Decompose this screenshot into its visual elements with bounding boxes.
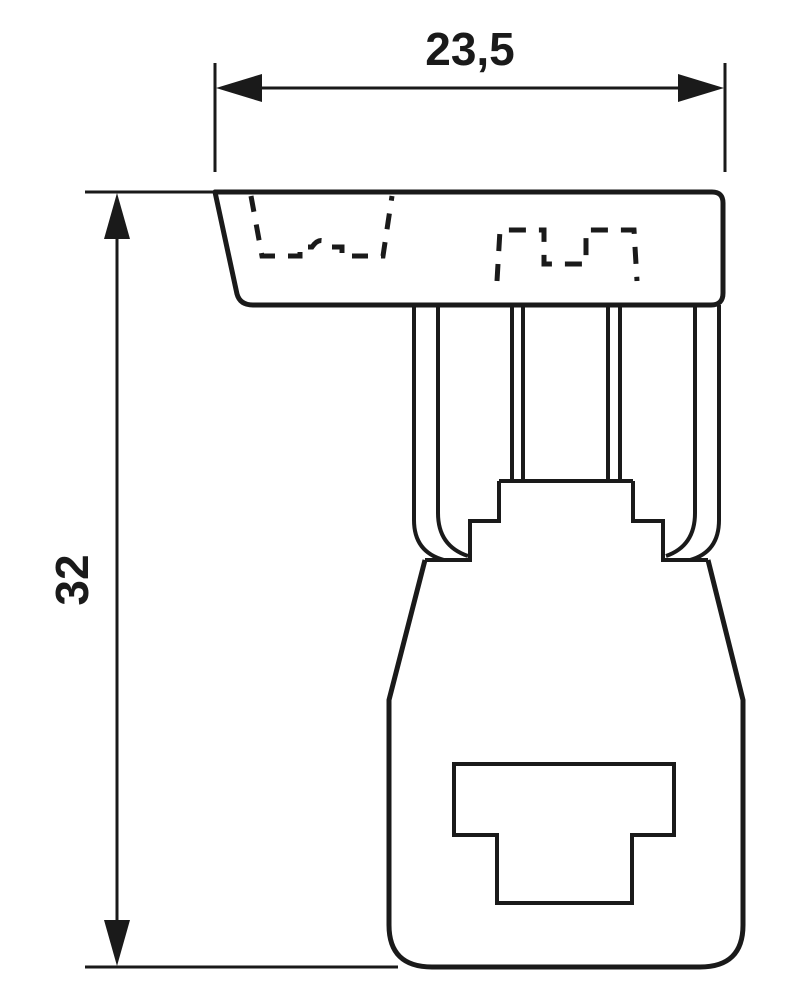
connector-head-outline [212, 189, 726, 308]
boss-hidden-outline [494, 227, 640, 282]
width-arrow-left-icon [216, 74, 262, 102]
neck-inner-left-line [436, 305, 469, 558]
shoulder-step-left [425, 481, 501, 562]
connector-body-outline [386, 559, 746, 970]
dimension-width-group: 23,5 [213, 23, 727, 172]
connector-head [212, 189, 726, 308]
width-dimension-label: 23,5 [425, 23, 515, 75]
neck-inner-right-line [665, 305, 697, 558]
shoulder-step-right [631, 481, 708, 562]
width-arrow-right-icon [678, 74, 724, 102]
connector-body [386, 559, 746, 970]
rj45-keyhole-cutout [452, 762, 676, 905]
height-dimension-label: 32 [46, 554, 98, 605]
latch-hidden-outline [248, 195, 395, 259]
height-arrow-top-icon [104, 193, 130, 239]
height-arrow-bottom-icon [104, 920, 130, 966]
boss-hidden-profile [494, 227, 640, 282]
stepped-shoulder [425, 479, 708, 562]
rj45-keyhole-outline [452, 762, 676, 905]
latch-hidden-profile [248, 195, 395, 259]
